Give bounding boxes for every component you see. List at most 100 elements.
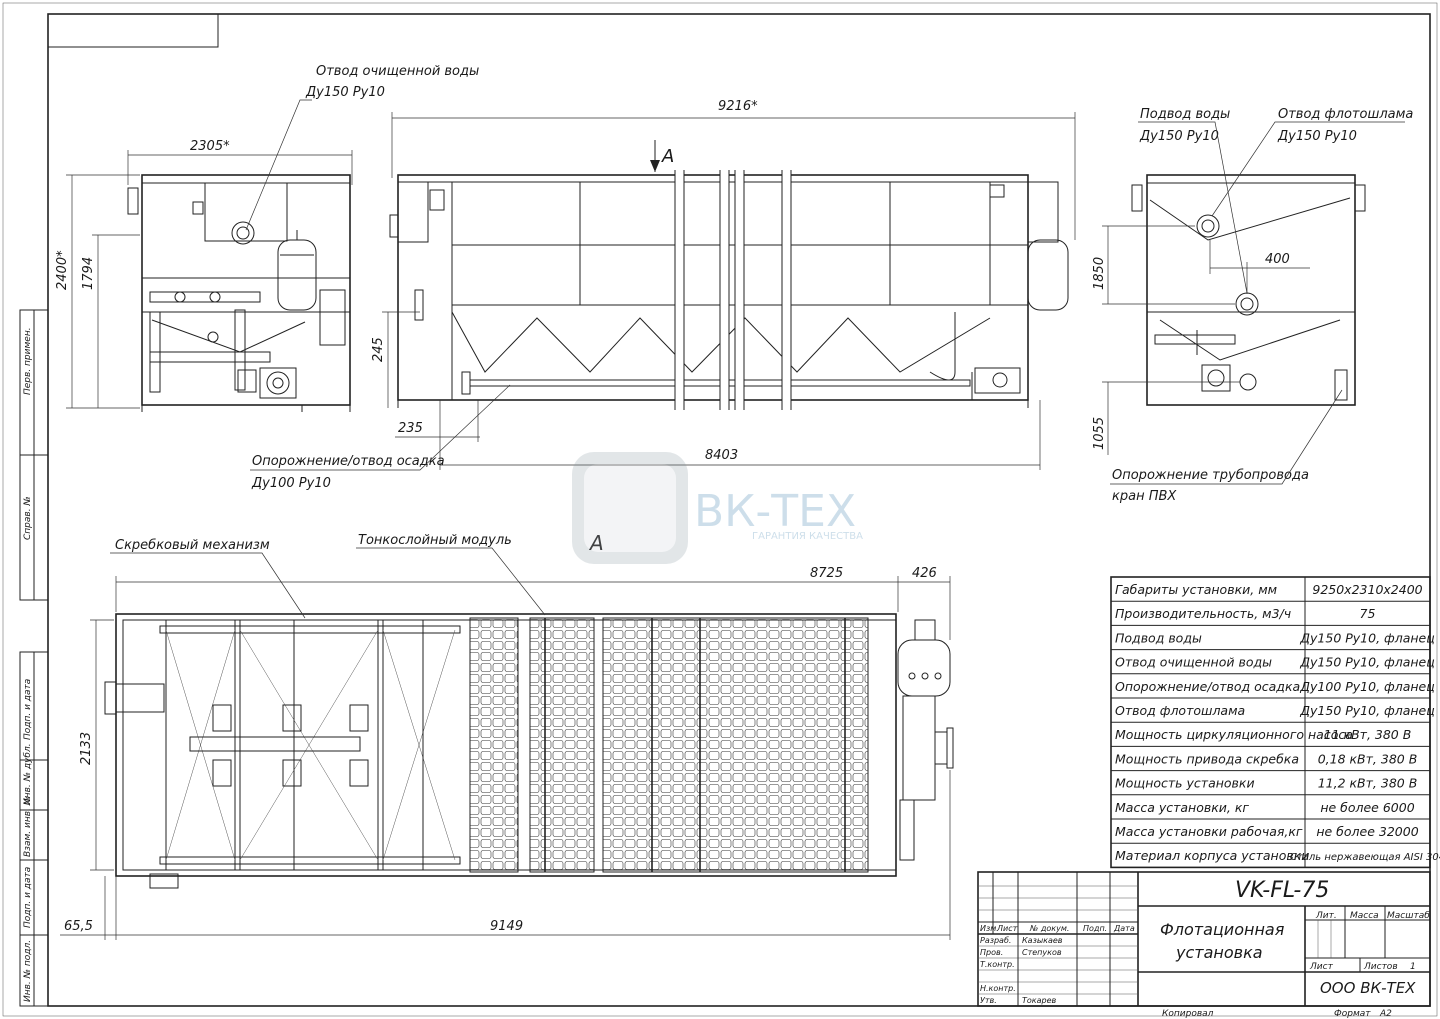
spec-value: Ду150 Ру10, фланец — [1299, 655, 1435, 670]
tb-name-line2: установка — [1175, 943, 1263, 962]
tb-masshtab: Масштаб — [1387, 911, 1430, 921]
tb-izm: Изм. — [980, 924, 999, 933]
label-water-inlet: Подвод воды — [1140, 107, 1230, 122]
spec-label: Отвод флотошлама — [1115, 703, 1245, 718]
label-sludge-outlet-size: Ду150 Ру10 — [1277, 129, 1357, 144]
plan-view — [104, 613, 954, 889]
spec-value: Ду150 Ру10, фланец — [1299, 703, 1435, 718]
watermark-brand: ВК-ТЕХ — [694, 486, 856, 537]
spec-value: 75 — [1360, 606, 1376, 621]
tb-f-list: Лист — [1309, 962, 1334, 972]
view-a-label: А — [588, 531, 604, 555]
spec-label: Мощность циркуляционного насоса — [1115, 727, 1353, 742]
tb-copied: Копировал — [1162, 1009, 1214, 1019]
label-drain: Опорожнение/отвод осадка — [252, 454, 445, 469]
right-end-view — [1131, 174, 1366, 406]
tb-f-listov: Листов — [1363, 962, 1398, 972]
label-sludge-outlet: Отвод флотошлама — [1278, 107, 1413, 122]
title-block: Изм. Лист № докум. Подп. Дата Разраб. Ка… — [977, 871, 1431, 1019]
dim-65-5: 65,5 — [64, 919, 93, 934]
tb-prov: Пров. — [980, 948, 1003, 957]
label-clean-water-outlet-size: Ду150 Ру10 — [305, 85, 385, 100]
label-pipe-drain-valve: кран ПВХ — [1112, 489, 1177, 504]
spec-label: Опорожнение/отвод осадка — [1115, 679, 1300, 694]
dim-2400: 2400* — [55, 250, 70, 290]
front-view-dims: 9216* А 245 235 8403 Опорожнение/отвод о… — [250, 99, 1076, 491]
spec-value: не более 6000 — [1320, 800, 1414, 815]
stamp-sprav: Справ. № — [23, 496, 33, 540]
plan-view-dims: 8725 426 2133 65,5 9149 Скребковый механ… — [60, 531, 951, 940]
spec-label: Мощность привода скребка — [1115, 751, 1299, 766]
tb-tkontr: Т.контр. — [980, 960, 1015, 969]
spec-value: не более 32000 — [1316, 824, 1418, 839]
tb-podp: Подп. — [1083, 924, 1107, 933]
spec-label: Отвод очищенной воды — [1115, 655, 1272, 670]
spec-label: Масса установки рабочая,кг — [1115, 824, 1303, 839]
dim-426: 426 — [912, 566, 937, 581]
tb-lit: Лит. — [1315, 911, 1337, 921]
spec-label: Материал корпуса установки — [1115, 848, 1309, 863]
stamp-podp-data-2: Подп. и дата — [23, 867, 33, 928]
stamp-podp-data-1: Подп. и дата — [23, 679, 33, 740]
tb-utv: Утв. — [980, 996, 997, 1005]
tb-format: Формат — [1334, 1009, 1371, 1019]
spec-label: Масса установки, кг — [1115, 800, 1249, 815]
stamp-inv-podl: Инв. № подл. — [23, 940, 33, 1002]
tb-nkontr: Н.контр. — [980, 984, 1016, 993]
section-arrow-a: А — [661, 146, 674, 167]
tb-prov-name: Степуков — [1022, 948, 1062, 957]
left-end-view — [127, 174, 351, 412]
tb-massa: Масса — [1350, 911, 1379, 921]
spec-value: Ду100 Ру10, фланец — [1299, 679, 1435, 694]
label-clean-water-outlet: Отвод очищенной воды — [316, 64, 479, 79]
spec-table: Габариты установки, мм 9250х2310х2400Прои… — [1110, 576, 1440, 869]
tb-list: Лист — [996, 924, 1018, 933]
tb-name-line1: Флотационная — [1160, 920, 1285, 939]
tb-razrab: Разраб. — [980, 936, 1011, 945]
right-view-dims: Подвод воды Ду150 Ру10 Отвод флотошлама … — [1092, 107, 1413, 504]
dim-1794: 1794 — [81, 257, 96, 290]
watermark-tagline: ГАРАНТИЯ КАЧЕСТВА — [752, 531, 863, 542]
tb-format-val: А2 — [1379, 1009, 1392, 1019]
label-pipe-drain: Опорожнение трубопровода — [1112, 468, 1309, 483]
dim-9216: 9216* — [718, 99, 758, 114]
side-stamps: Перв. примен. Справ. № Подп. и дата Инв.… — [19, 309, 49, 1007]
dim-245: 245 — [371, 337, 386, 362]
spec-value: 11 кВт, 380 В — [1324, 727, 1412, 742]
tb-razrab-name: Казыкаев — [1022, 936, 1063, 945]
spec-label: Подвод воды — [1115, 630, 1202, 645]
label-scraper: Скребковый механизм — [115, 538, 270, 553]
tb-f-listov-val: 1 — [1410, 962, 1416, 972]
watermark: ВК-ТЕХ ГАРАНТИЯ КАЧЕСТВА — [572, 452, 863, 564]
spec-label: Производительность, м3/ч — [1115, 606, 1291, 621]
front-view — [389, 170, 1069, 410]
tb-company: ООО ВК-ТЕХ — [1320, 979, 1416, 997]
dim-8725: 8725 — [810, 566, 843, 581]
dim-9149: 9149 — [490, 919, 523, 934]
spec-value: 0,18 кВт, 380 В — [1318, 751, 1418, 766]
left-view-dims: 2305* 2400* 1794 Отвод очищенной воды Ду… — [55, 64, 479, 409]
dim-235: 235 — [398, 421, 423, 436]
dim-2305: 2305* — [190, 139, 230, 154]
dim-400: 400 — [1265, 252, 1290, 267]
dim-1850: 1850 — [1092, 257, 1107, 290]
label-water-inlet-size: Ду150 Ру10 — [1139, 129, 1219, 144]
dim-1055: 1055 — [1092, 417, 1107, 450]
spec-value: 9250х2310х2400 — [1312, 582, 1422, 597]
dim-8403: 8403 — [705, 448, 738, 463]
spec-value: 11,2 кВт, 380 В — [1318, 776, 1418, 791]
spec-value: Ду150 Ру10, фланец — [1299, 630, 1435, 645]
tb-data: Дата — [1113, 924, 1135, 933]
spec-value: Сталь нержавеющая AISI 304 — [1290, 852, 1440, 863]
dim-2133: 2133 — [79, 732, 94, 765]
label-lamella: Тонкослойный модуль — [358, 533, 512, 548]
tb-utv-name: Токарев — [1022, 996, 1057, 1005]
tb-designation: VK-FL-75 — [1235, 878, 1329, 903]
tb-doc: № докум. — [1029, 924, 1069, 933]
spec-label: Мощность установки — [1115, 776, 1255, 791]
stamp-vzam-inv: Взам. инв. № — [23, 796, 33, 857]
stamp-inv-dubl: Инв. № дубл. — [23, 743, 33, 805]
spec-label: Габариты установки, мм — [1115, 582, 1277, 597]
